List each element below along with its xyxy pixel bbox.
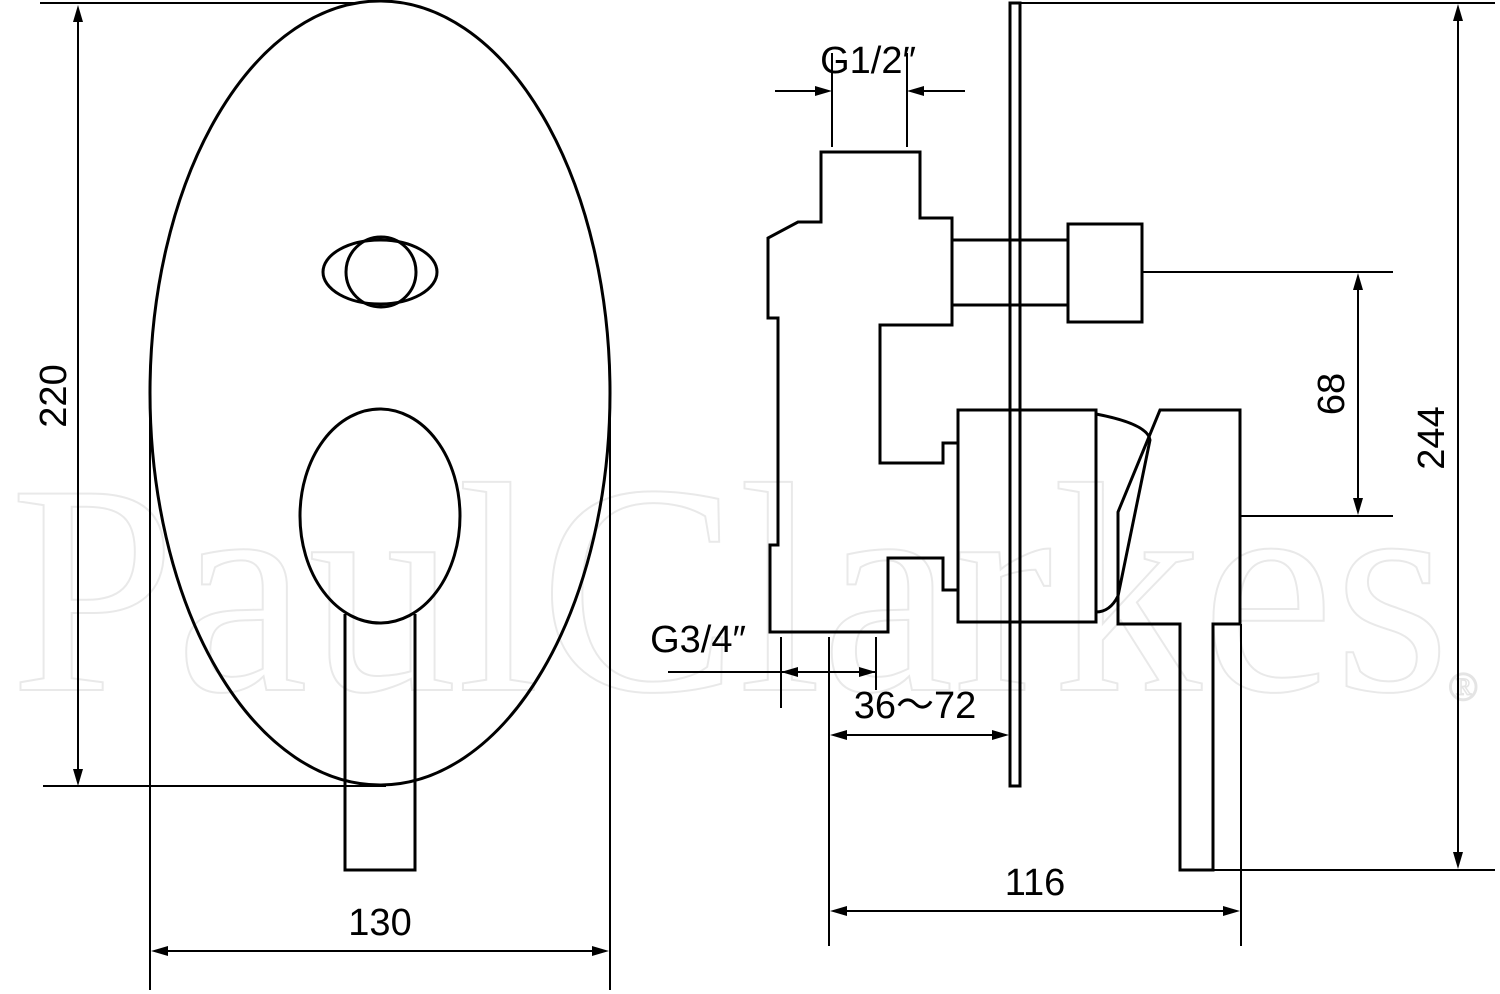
diverter-knob-outer — [321, 238, 439, 306]
arrow-icon — [1453, 852, 1463, 869]
wall-plate — [1008, 1, 1022, 788]
arrow-icon — [859, 667, 876, 677]
arrow-icon — [73, 5, 83, 22]
arrow-icon — [815, 86, 832, 96]
lever-handle-arm — [343, 614, 417, 872]
arrow-icon — [73, 769, 83, 786]
arrow-icon — [830, 730, 847, 740]
arrow-icon — [781, 667, 798, 677]
arrow-icon — [1353, 273, 1363, 290]
height-label: 220 — [33, 364, 75, 427]
cartridge-dome — [1095, 412, 1152, 614]
arrow-icon — [830, 906, 847, 916]
total-height-label: 244 — [1411, 406, 1453, 469]
watermark-brand: PaulClarkes — [10, 423, 1450, 755]
handle-spacing-label: 68 — [1311, 373, 1353, 415]
valve-body — [766, 150, 960, 634]
side-view: G1/2″ G3/4″ 36～72 116 68 244 — [650, 1, 1495, 946]
front-view: 220 130 — [33, 0, 612, 990]
inlet-size-label: G1/2″ — [820, 40, 916, 82]
arrow-icon — [1223, 906, 1240, 916]
depth-label: 116 — [1005, 862, 1066, 904]
cartridge-housing — [956, 408, 1098, 624]
watermark: PaulClarkes ® — [9, 422, 1479, 756]
diverter-knob-side — [1066, 222, 1144, 324]
arrow-icon — [1353, 498, 1363, 515]
arrow-icon — [1453, 4, 1463, 21]
lever-handle-base — [298, 407, 462, 625]
wall-depth-label: 36～72 — [854, 685, 977, 727]
watermark-registered-mark: ® — [1448, 664, 1478, 709]
outlet-size-label: G3/4″ — [650, 619, 746, 661]
diverter-knob-inner — [344, 235, 418, 309]
arrow-icon — [151, 946, 168, 956]
arrow-icon — [907, 86, 924, 96]
arrow-icon — [992, 730, 1009, 740]
arrow-icon — [592, 946, 609, 956]
width-label: 130 — [348, 902, 411, 944]
